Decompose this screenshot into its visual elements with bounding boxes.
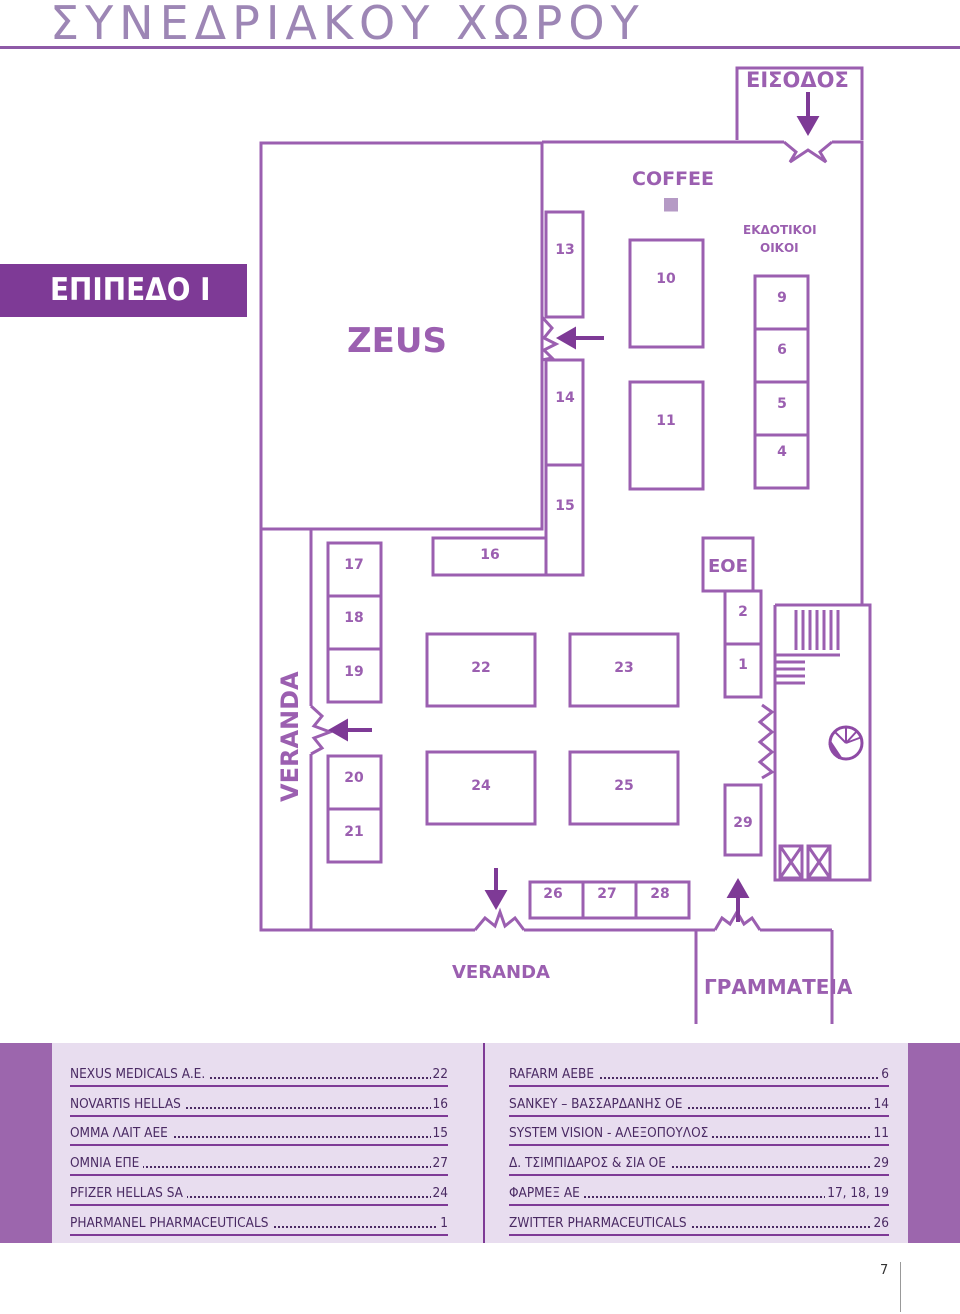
booth-20: 20: [344, 770, 364, 786]
booth-18: 18: [344, 610, 363, 626]
stand-number: 6: [879, 1065, 889, 1082]
booth-5: 5: [777, 396, 787, 412]
stand-number: 26: [871, 1214, 889, 1231]
booth-27: 27: [597, 886, 616, 902]
legend-row: RAFARM AEBE 6: [509, 1057, 889, 1087]
legend-row: NEXUS MEDICALS A.E. 22: [70, 1057, 448, 1087]
coffee-label: COFFEE: [632, 168, 714, 190]
booth-29: 29: [733, 815, 752, 831]
stand-number: 22: [430, 1065, 448, 1082]
legend-row: ΟΜΝΙΑ ΕΠΕ 27: [70, 1146, 448, 1177]
stand-number: 15: [430, 1125, 448, 1142]
exhibitor-name: PFIZER HELLAS SA: [70, 1184, 187, 1201]
publishers-label-1: ΕΚΔΟΤΙΚΟΙ: [743, 223, 817, 237]
booth-28: 28: [650, 886, 669, 902]
legend-row: SANKEY – ΒΑΣΣΑΡΔΑΝΗΣ ΟΕ 14: [509, 1087, 889, 1117]
booth-1: 1: [738, 657, 748, 673]
legend-row: PHARMANEL PHARMACEUTICALS 1: [70, 1206, 448, 1236]
stand-number: 17, 18, 19: [825, 1184, 889, 1201]
coffee-cup-icon: [664, 198, 678, 212]
page-number: 7: [880, 1263, 889, 1278]
legend-row: ΟΜΜΑ ΛΑΙΤ ΑΕΕ 15: [70, 1117, 448, 1147]
exhibitor-name: PHARMANEL PHARMACEUTICALS: [70, 1214, 273, 1231]
booth-9: 9: [777, 290, 787, 306]
legend-divider: [483, 1043, 485, 1243]
secretariat-label: ΓΡΑΜΜΑΤΕΙΑ: [704, 975, 853, 999]
legend-row: NOVARTIS HELLAS 16: [70, 1087, 448, 1117]
publishers-label-2: ΟΙΚΟΙ: [760, 241, 799, 255]
stand-number: 16: [430, 1095, 448, 1112]
booth-21: 21: [344, 824, 363, 840]
exhibitor-name: SANKEY – ΒΑΣΣΑΡΔΑΝΗΣ ΟΕ: [509, 1095, 687, 1112]
booth-16: 16: [480, 547, 499, 563]
stand-number: 1: [438, 1214, 448, 1231]
booth-11: 11: [656, 413, 675, 429]
booth-26: 26: [543, 886, 562, 902]
header-rule: [0, 46, 960, 49]
booth-4: 4: [777, 444, 787, 460]
stand-number: 29: [871, 1155, 889, 1172]
booth-15: 15: [555, 498, 574, 514]
legend-row: ZWITTER PHARMACEUTICALS 26: [509, 1206, 889, 1236]
booth-19: 19: [344, 664, 363, 680]
booth-14: 14: [555, 390, 575, 406]
page-title: ΣΥΝΕΔΡΙΑΚΟΥ ΧΩΡΟΥ: [50, 0, 645, 50]
exhibitor-name: NOVARTIS HELLAS: [70, 1095, 185, 1112]
exhibitor-name: SYSTEM VISION - ΑΛΕΞΟΠΟΥΛΟΣ: [509, 1125, 713, 1142]
exhibitor-name: ΟΜΝΙΑ ΕΠΕ: [70, 1155, 144, 1172]
booth-17: 17: [344, 557, 363, 573]
eoe-label: ΕΟΕ: [708, 556, 748, 577]
booth-22: 22: [471, 660, 490, 676]
booth-25: 25: [614, 778, 633, 794]
legend-row: PFIZER HELLAS SA 24: [70, 1176, 448, 1206]
veranda-bottom-label: VERANDA: [452, 962, 550, 983]
legend-row: ΦΑΡΜΕΞ ΑΕ 17, 18, 19: [509, 1176, 889, 1206]
floor-plan: ΕΙΣΟΔΟΣ COFFEE ΕΚΔΟΤΙΚΟΙ ΟΙΚΟΙ ZEUS VERA…: [259, 66, 872, 1024]
stand-number: 24: [430, 1184, 448, 1201]
exhibitor-name: RAFARM AEBE: [509, 1065, 599, 1082]
booth-24: 24: [471, 778, 491, 794]
entrance-label: ΕΙΣΟΔΟΣ: [746, 68, 849, 92]
booth-10: 10: [656, 271, 676, 287]
exhibitor-name: Δ. ΤΣΙΜΠΙΔΑΡΟΣ & ΣΙΑ ΟΕ: [509, 1155, 670, 1172]
legend-row: Δ. ΤΣΙΜΠΙΔΑΡΟΣ & ΣΙΑ ΟΕ 29: [509, 1146, 889, 1177]
booth-6: 6: [777, 342, 787, 358]
booth-2: 2: [738, 604, 748, 620]
legend-row: SYSTEM VISION - ΑΛΕΞΟΠΟΥΛΟΣ 11: [509, 1117, 889, 1147]
stand-number: 14: [871, 1095, 889, 1112]
spiral-stairs-icon: [828, 725, 864, 761]
zeus-label: ZEUS: [347, 321, 447, 361]
level-label: ΕΠΙΠΕΔΟ Ι: [0, 264, 247, 317]
veranda-side-label: VERANDA: [276, 671, 304, 802]
exhibitor-name: ZWITTER PHARMACEUTICALS: [509, 1214, 691, 1231]
booth-23: 23: [614, 660, 633, 676]
exhibitor-name: ΟΜΜΑ ΛΑΙΤ ΑΕΕ: [70, 1125, 172, 1142]
exhibitor-name: NEXUS MEDICALS A.E.: [70, 1065, 210, 1082]
booth-13: 13: [555, 242, 574, 258]
stand-number: 11: [871, 1125, 889, 1142]
exhibitor-name: ΦΑΡΜΕΞ ΑΕ: [509, 1184, 584, 1201]
stand-number: 27: [430, 1155, 448, 1172]
